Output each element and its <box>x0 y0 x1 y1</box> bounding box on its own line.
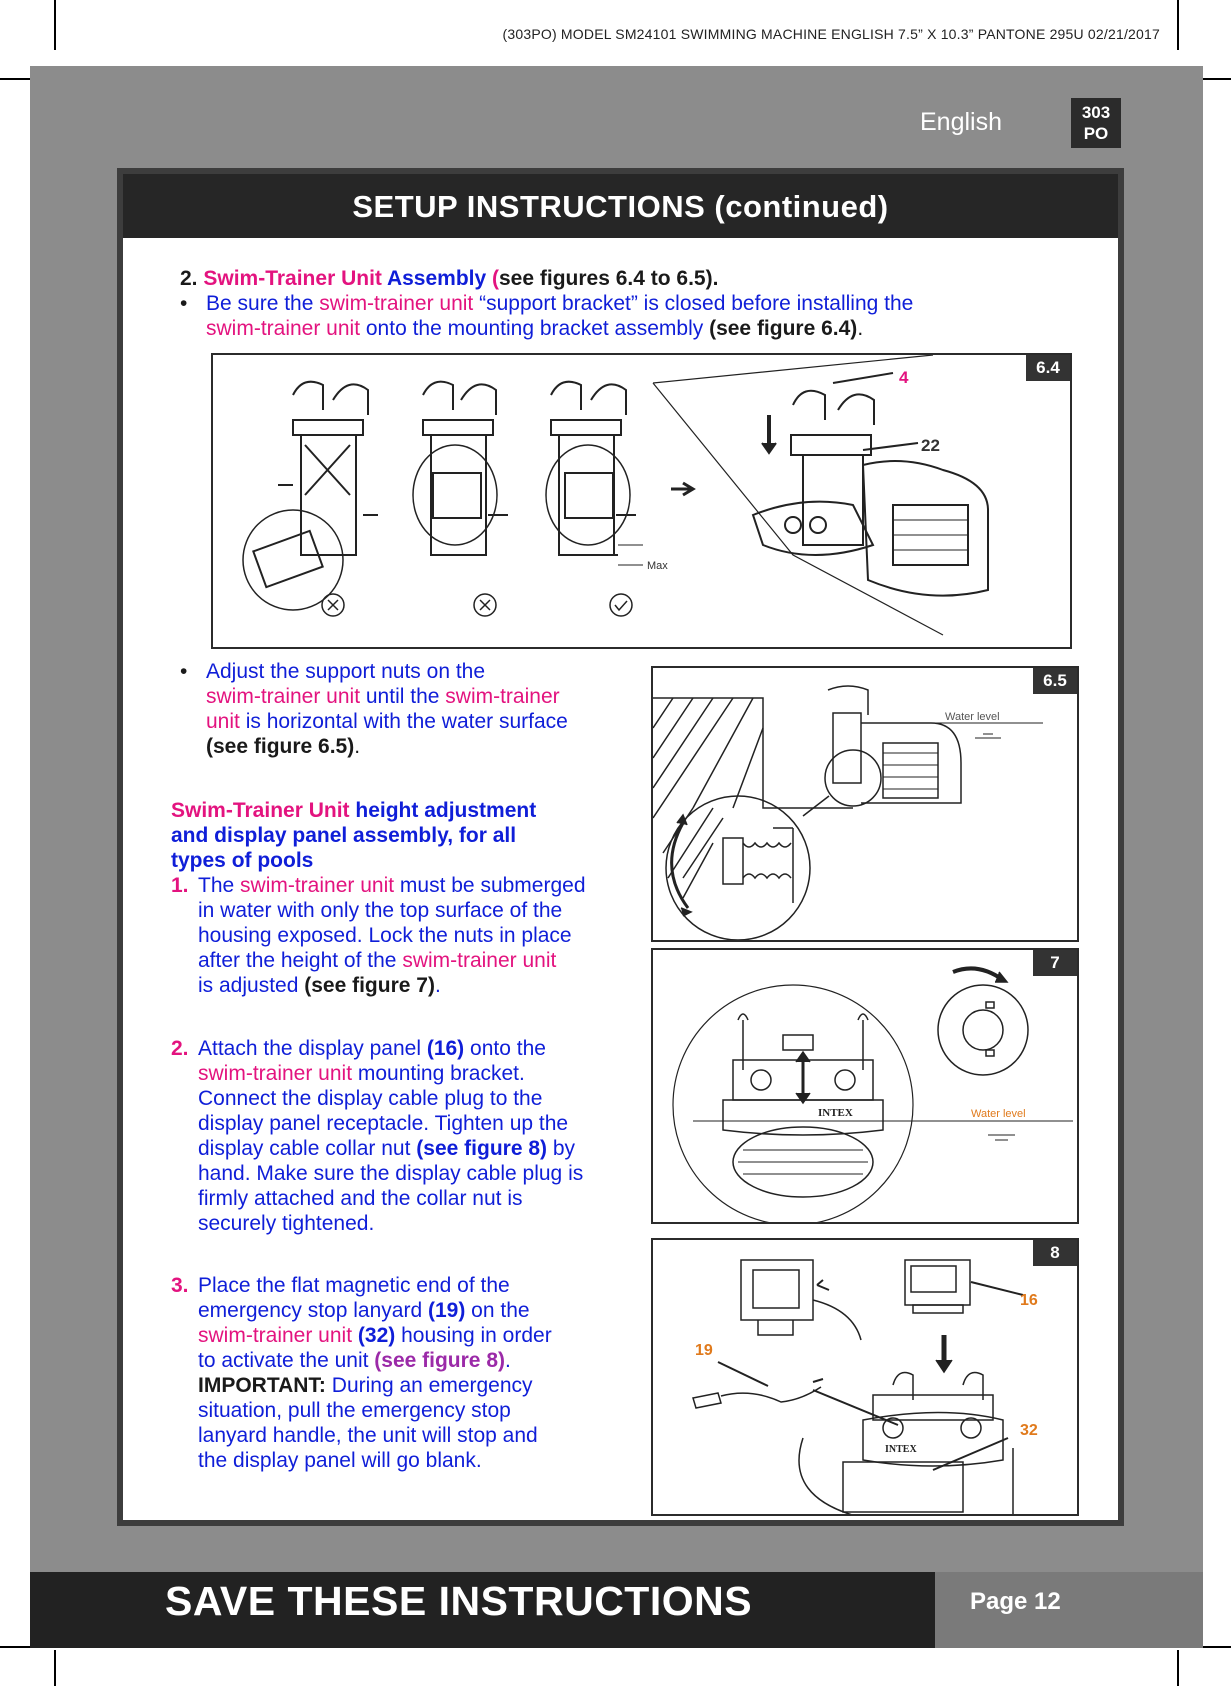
print-header: (303PO) MODEL SM24101 SWIMMING MACHINE E… <box>502 26 1160 42</box>
callout-4: 4 <box>899 368 909 387</box>
step2-heading: 2. Swim-Trainer Unit Assembly (see figur… <box>180 267 719 290</box>
page-number: Page 12 <box>970 1588 1061 1615</box>
height-diagram-6-5: Water level <box>653 685 1043 940</box>
item-2-display-panel: 2. Attach the display panel (16) onto th… <box>171 1037 584 1235</box>
crop-mark <box>1177 0 1179 50</box>
crop-mark <box>54 1650 56 1686</box>
save-instructions-banner: SAVE THESE INSTRUCTIONS <box>165 1578 753 1624</box>
bullet-support-bracket: • Be sure the swim-trainer unit “support… <box>180 292 914 340</box>
callout-19: 19 <box>695 1342 713 1359</box>
assembly-diagram-6-4: Max 4 22 <box>242 355 989 636</box>
brand-label: INTEX <box>818 1107 853 1119</box>
brand-label: INTEX <box>885 1444 917 1455</box>
lanyard-diagram-8: 16 19 32 INTEX <box>692 1259 1038 1514</box>
bullet-support-nuts: • Adjust the support nuts on the swim-tr… <box>180 660 568 758</box>
figure-8: 8 <box>651 1238 1079 1516</box>
section-title: SETUP INSTRUCTIONS (continued) <box>123 174 1118 238</box>
height-lock-diagram-7: INTEX Water level <box>672 966 1073 1222</box>
figure-tag: 7 <box>1033 950 1077 976</box>
figure-tag: 6.5 <box>1033 668 1077 694</box>
item-1-submerge: 1. The swim-trainer unit must be submerg… <box>171 874 586 997</box>
figure-7: 7 IN <box>651 948 1079 1224</box>
callout-16: 16 <box>1020 1292 1038 1309</box>
crop-mark <box>0 78 52 80</box>
badge-line2: PO <box>1083 124 1109 143</box>
figure-tag: 6.4 <box>1026 355 1070 381</box>
max-label: Max <box>647 560 668 572</box>
crop-mark <box>1177 1650 1179 1686</box>
callout-32: 32 <box>1020 1422 1038 1439</box>
page-number-box <box>935 1572 1203 1648</box>
badge-line1: 303 <box>1081 103 1111 122</box>
crop-mark <box>1203 1646 1231 1648</box>
water-level-label: Water level <box>945 711 1000 723</box>
callout-22: 22 <box>921 436 940 455</box>
figure-tag: 8 <box>1033 1240 1077 1266</box>
crop-mark <box>1180 78 1231 80</box>
figure-6-4: 6.4 <box>211 353 1072 649</box>
figure-6-5: 6.5 <box>651 666 1079 942</box>
crop-mark <box>0 1646 30 1648</box>
model-badge: 303 PO <box>1071 98 1121 148</box>
crop-mark <box>54 0 56 50</box>
item-3-lanyard: 3. Place the flat magnetic end of the em… <box>171 1274 552 1472</box>
water-level-label: Water level <box>971 1108 1026 1120</box>
subheading-height-adjustment: Swim-Trainer Unit height adjustment and … <box>171 799 537 872</box>
language-label: English <box>920 108 1002 136</box>
instructions-panel: SETUP INSTRUCTIONS (continued) 2. Swim-T… <box>117 168 1124 1526</box>
